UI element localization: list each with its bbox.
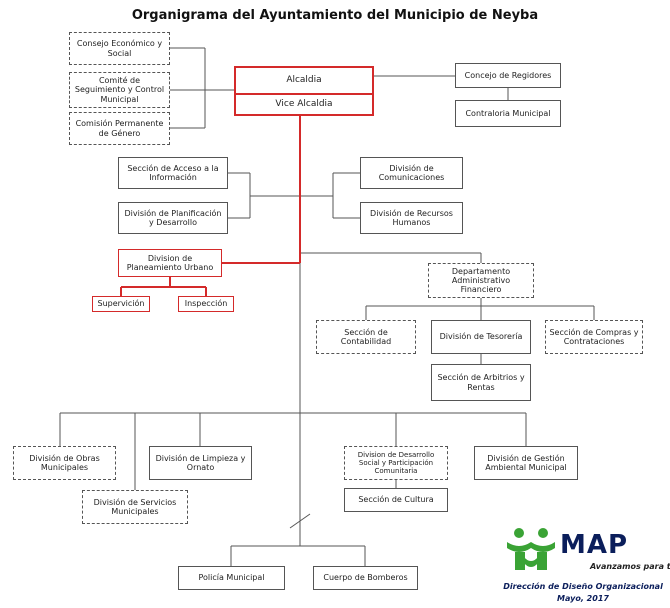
tesoreria-box: División de Tesorería xyxy=(431,320,531,354)
cultura-box: Sección de Cultura xyxy=(344,488,448,512)
comision-genero-box: Comisión Permanente de Género xyxy=(69,112,170,145)
map-tagline: Avanzamos para ti xyxy=(590,562,670,571)
alcaldia-box: Alcaldia xyxy=(234,66,374,95)
obras-municipales-box: División de Obras Municipales xyxy=(13,446,116,480)
contabilidad-box: Sección de Contabilidad xyxy=(316,320,416,354)
supervicion-box: Supervición xyxy=(92,296,150,312)
gestion-ambiental-box: División de Gestión Ambiental Municipal xyxy=(474,446,578,480)
footer-date: Mayo, 2017 xyxy=(557,594,609,603)
contraloria-box: Contraloria Municipal xyxy=(455,100,561,127)
bomberos-box: Cuerpo de Bomberos xyxy=(313,566,418,590)
map-logo-icon xyxy=(507,528,555,570)
administrativo-financiero-box: Departamento Administrativo Financiero xyxy=(428,263,534,298)
footer-department: Dirección de Diseño Organizacional xyxy=(503,582,663,591)
consejo-economico-box: Consejo Económico y Social xyxy=(69,32,170,65)
inspeccion-box: Inspección xyxy=(178,296,234,312)
concejo-regidores-box: Concejo de Regidores xyxy=(455,63,561,88)
comite-seguimiento-box: Comité de Seguimiento y Control Municipa… xyxy=(69,72,170,108)
compras-box: Sección de Compras y Contrataciones xyxy=(545,320,643,354)
acceso-informacion-box: Sección de Acceso a la Información xyxy=(118,157,228,189)
policia-box: Policía Municipal xyxy=(178,566,285,590)
arbitrios-box: Sección de Arbitrios y Rentas xyxy=(431,364,531,401)
planeamiento-urbano-box: Division de Planeamiento Urbano xyxy=(118,249,222,277)
recursos-humanos-box: División de Recursos Humanos xyxy=(360,202,463,234)
map-brand-text: MAP xyxy=(560,530,629,560)
planificacion-box: División de Planificación y Desarrollo xyxy=(118,202,228,234)
servicios-municipales-box: División de Servicios Municipales xyxy=(82,490,188,524)
vice-alcaldia-box: Vice Alcaldia xyxy=(234,93,374,116)
comunicaciones-box: División de Comunicaciones xyxy=(360,157,463,189)
chart-title: Organigrama del Ayuntamiento del Municip… xyxy=(131,8,539,23)
desarrollo-social-box: Division de Desarrollo Social y Particip… xyxy=(344,446,448,480)
limpieza-box: División de Limpieza y Ornato xyxy=(149,446,252,480)
